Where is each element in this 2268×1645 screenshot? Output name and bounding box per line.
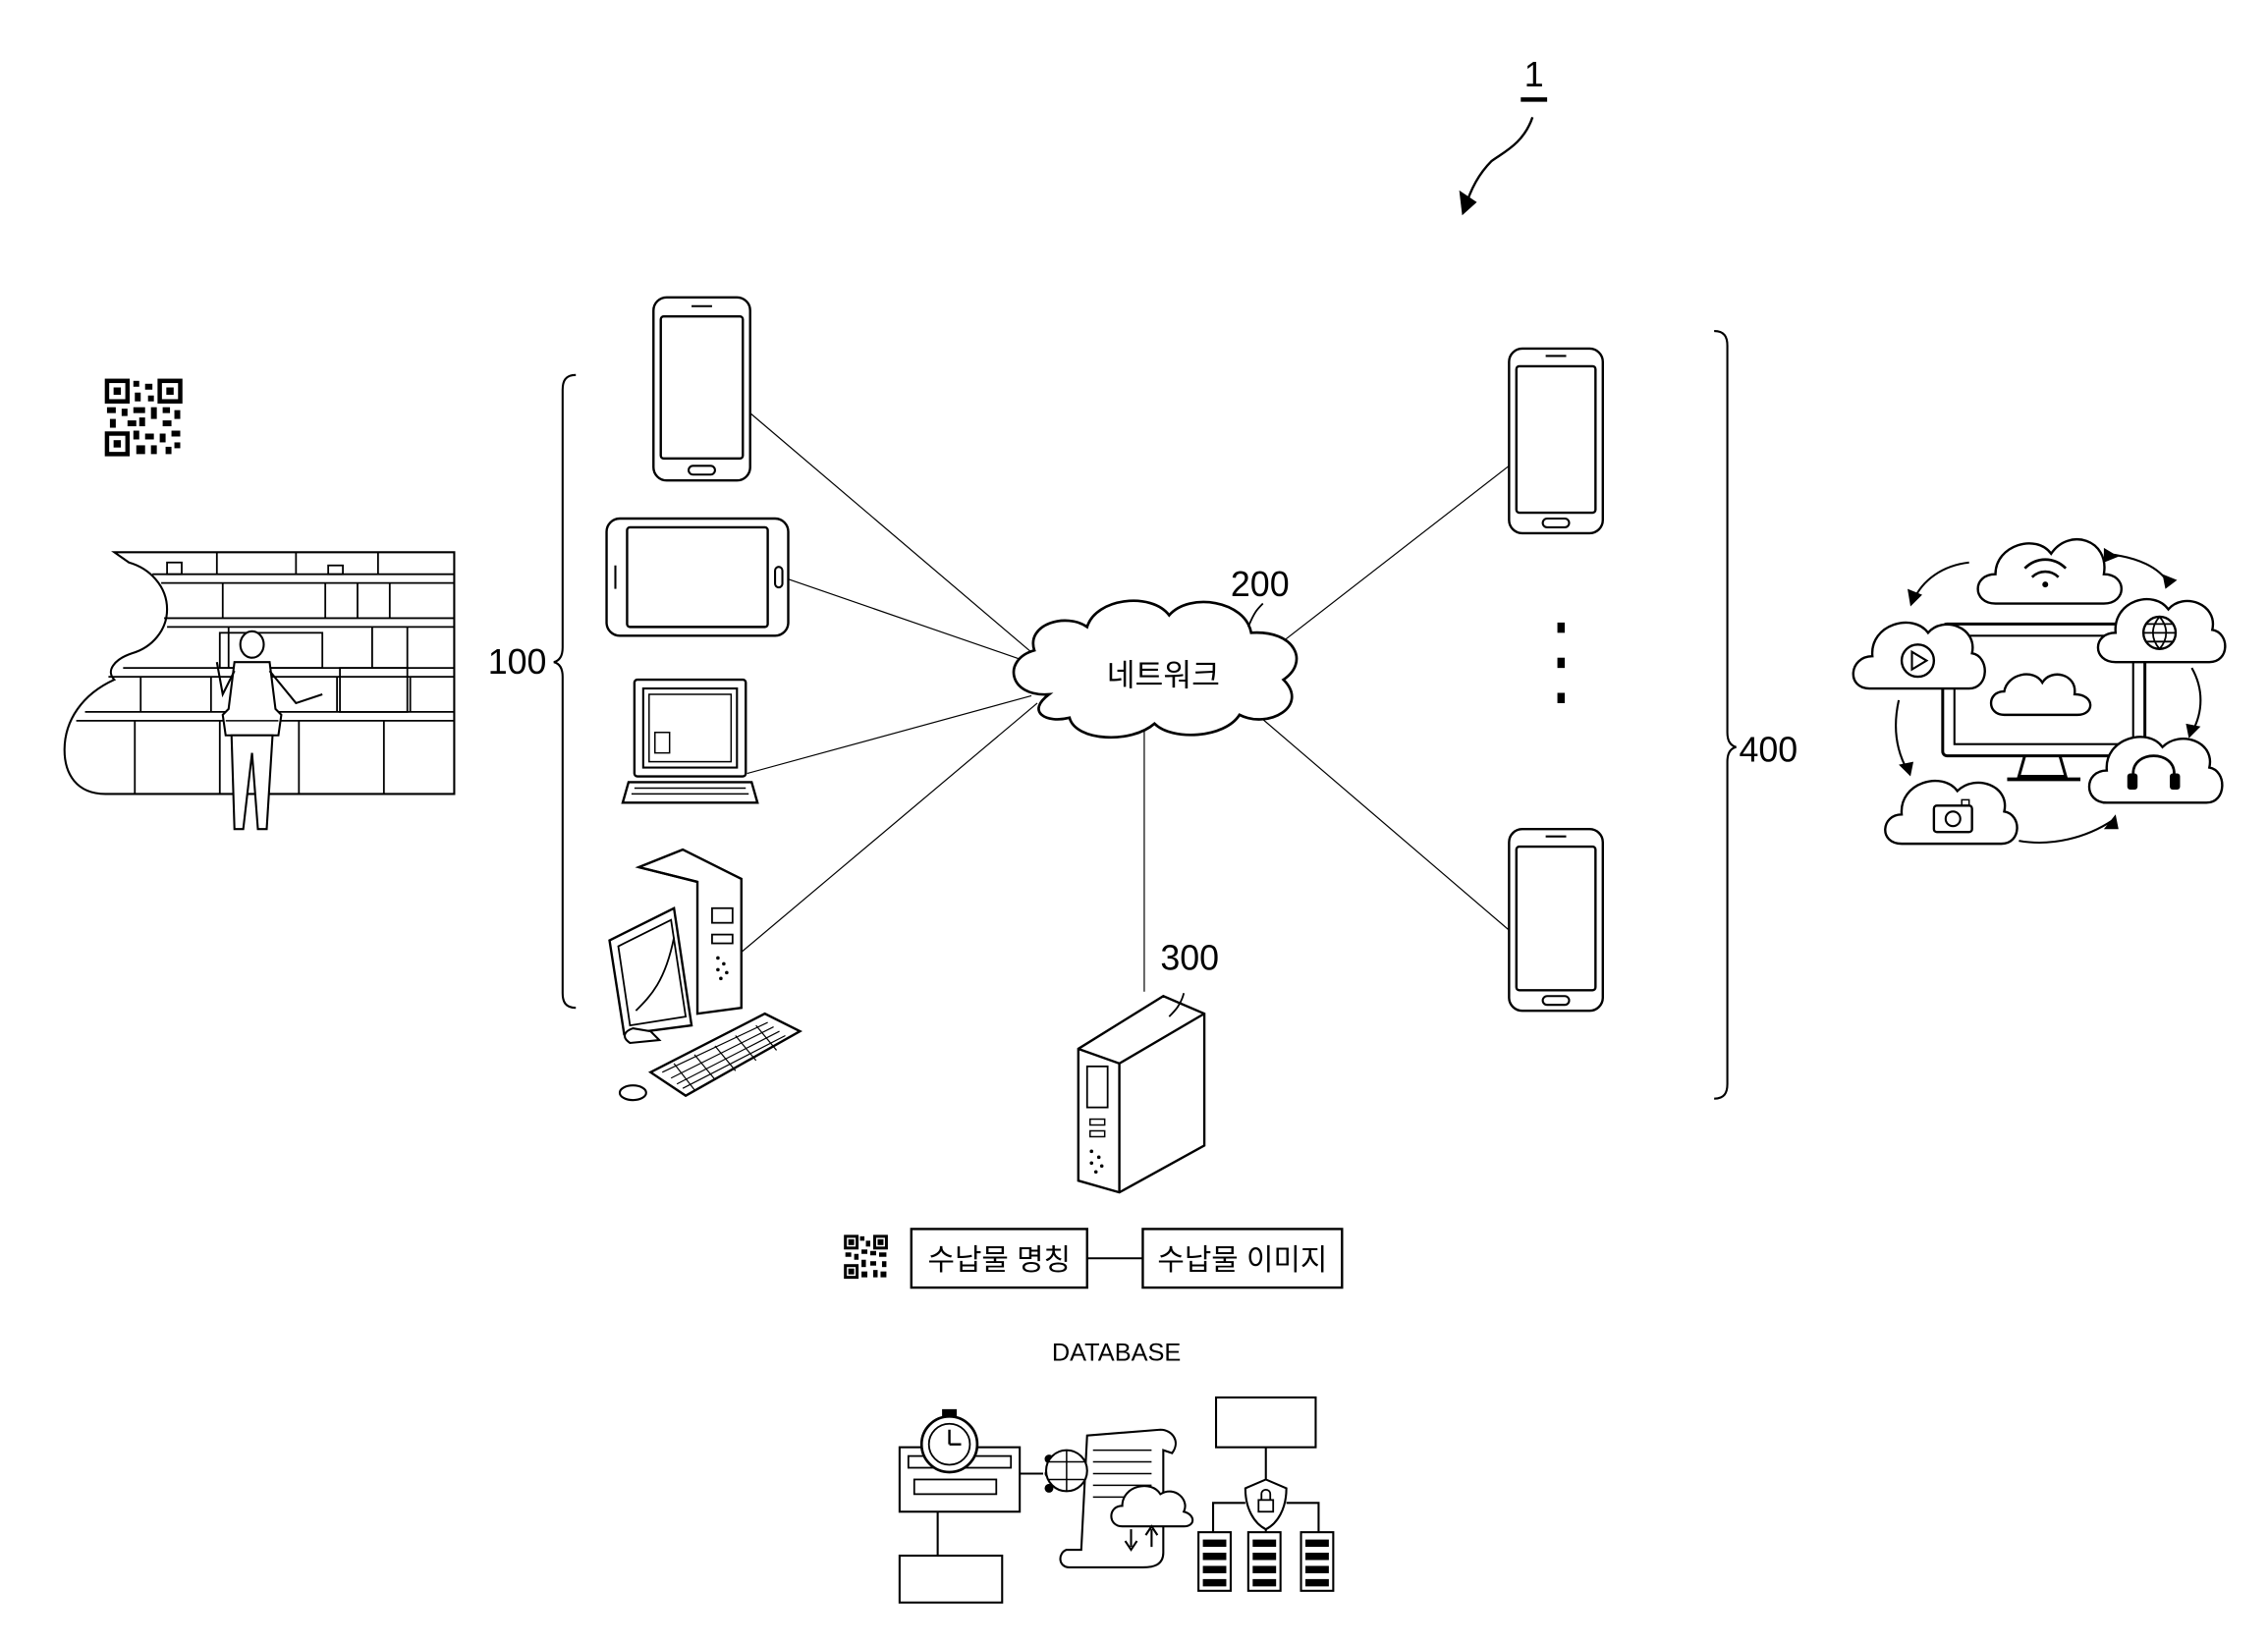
server-ref: 300 (1160, 938, 1219, 977)
field-image-box (1141, 1228, 1344, 1289)
ellipsis-dots (1557, 622, 1566, 703)
field-name-label: 수납물 명칭 (928, 1244, 1072, 1277)
bracket-left (553, 373, 577, 1010)
receiver-terminals-ref: 400 (1740, 731, 1798, 770)
network-cloud: 네트워크 200 (1012, 565, 1299, 740)
smartphone-icon (1508, 347, 1604, 535)
stopwatch-form-icon (898, 1408, 1065, 1604)
user-terminals-ref: 100 (488, 642, 547, 682)
reference-label: 1 (1524, 55, 1544, 94)
cloud-monitor-services-icon (1852, 537, 2227, 846)
qr-code-icon (104, 378, 183, 457)
network-ref: 200 (1231, 565, 1290, 604)
network-ref-leader (1247, 602, 1264, 628)
database-title: DATABASE (1052, 1340, 1181, 1367)
link-receiver-bottom (1253, 711, 1510, 931)
smartphone-icon (1508, 828, 1604, 1013)
field-name-box (910, 1228, 1088, 1289)
secured-server-rack-icon (1197, 1396, 1335, 1592)
smartphone-icon (652, 296, 751, 482)
link-desktop (741, 702, 1038, 953)
network-cloud-shape (1012, 599, 1299, 740)
reference-arrow-line (1464, 116, 1534, 209)
network-connections (741, 412, 1510, 992)
document-cloud-icon (1044, 1428, 1194, 1568)
reference-arrowhead (1459, 190, 1477, 216)
receiver-terminals-bracket: 400 (1714, 330, 1798, 1100)
person-figure (215, 630, 323, 831)
field-image-label: 수납물 이미지 (1157, 1244, 1327, 1277)
link-tablet (786, 577, 1029, 663)
network-label: 네트워크 (1107, 658, 1220, 692)
receiver-smartphone-bottom (1508, 828, 1604, 1013)
laptop-icon (621, 678, 759, 804)
desktop-computer-icon (608, 848, 802, 1102)
qr-code-icon (844, 1234, 888, 1280)
user-terminals-bracket: 100 (488, 373, 577, 1010)
tablet-icon (605, 517, 790, 637)
reference-label-group: 1 (1459, 55, 1548, 216)
link-receiver-top (1259, 465, 1510, 660)
link-laptop (747, 694, 1032, 775)
link-smartphone (749, 412, 1035, 656)
bracket-right (1714, 330, 1737, 1100)
storage-shelf-person-icon (63, 551, 456, 831)
receiver-smartphone-top (1508, 347, 1604, 535)
server-tower-icon: 300 (1077, 938, 1219, 1194)
shelf-grid (76, 552, 455, 795)
database-record: 수납물 명칭 수납물 이미지 (844, 1228, 1344, 1289)
